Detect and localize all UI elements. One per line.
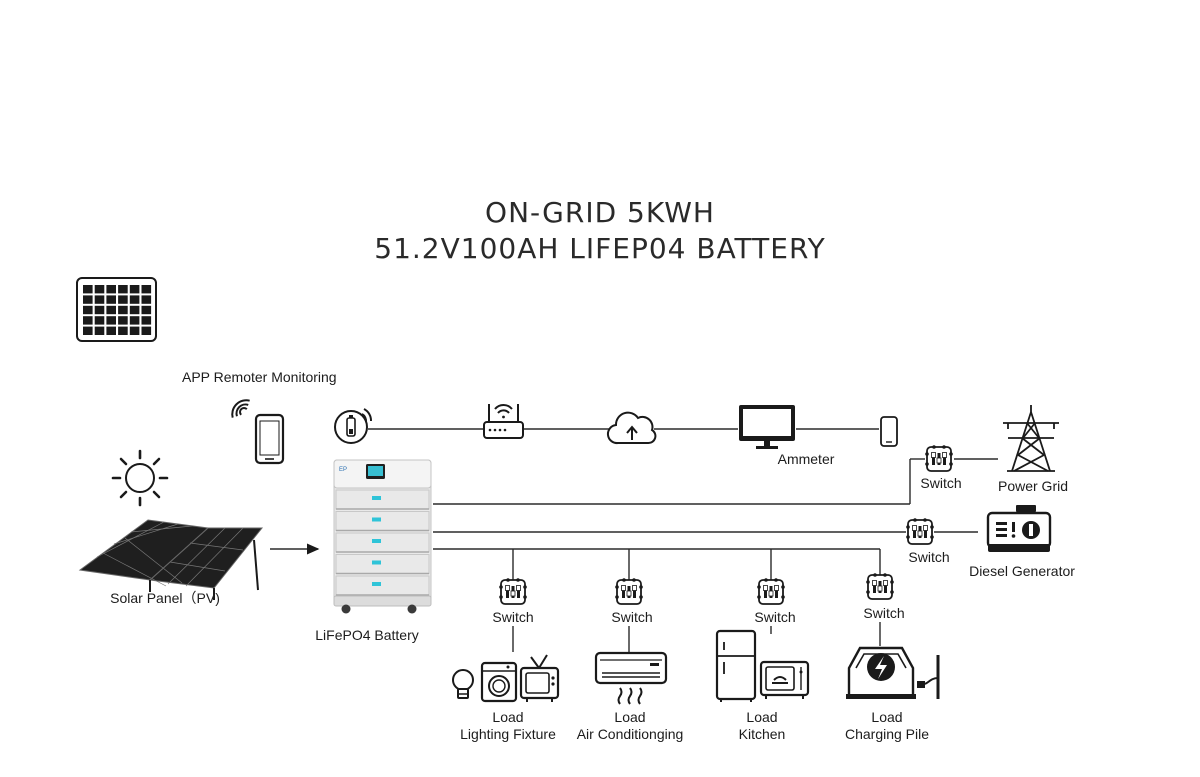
air-conditioner-icon	[594, 651, 668, 705]
cloud-upload-icon	[607, 411, 657, 445]
router-icon	[483, 403, 524, 439]
load-ac-label: Load Air Conditionging	[577, 709, 684, 743]
load-name: Kitchen	[738, 726, 786, 742]
ammeter-label: Ammeter	[777, 451, 835, 467]
connection-lines	[270, 428, 998, 652]
washing-machine-icon	[480, 661, 518, 703]
diesel-generator-icon	[986, 505, 1052, 552]
sun-icon	[111, 449, 169, 507]
lifepo4-battery-icon: EP	[333, 459, 432, 614]
load-kitchen-label: Load Kitchen	[739, 709, 786, 743]
title-line-1: ON-GRID 5KWH	[485, 196, 715, 229]
svg-text:EP: EP	[339, 467, 347, 473]
phone-icon	[254, 413, 285, 465]
load-lighting-label: Load Lighting Fixture	[460, 709, 556, 743]
diesel-generator-label: Diesel Generator	[969, 563, 1075, 579]
switch-icon	[865, 572, 895, 600]
tv-icon	[519, 654, 560, 702]
wifi-signal-icon	[231, 399, 250, 418]
load-charging-label: Load Charging Pile	[845, 709, 929, 743]
switch-icon	[756, 577, 786, 605]
load-title: Load	[746, 709, 778, 725]
solar-panel-label: Solar Panel（PV)	[110, 590, 220, 606]
switch-label-grid: Switch	[920, 475, 962, 491]
switch-icon	[924, 444, 954, 472]
load-name: Air Conditionging	[576, 726, 684, 742]
microwave-icon	[759, 660, 810, 699]
switch-label-charging: Switch	[863, 605, 905, 621]
solar-panel-array-icon	[78, 519, 264, 600]
solar-module-icon	[76, 277, 157, 342]
load-name: Charging Pile	[844, 726, 930, 742]
switch-label-lighting: Switch	[492, 609, 534, 625]
battery-monitor-icon	[334, 408, 372, 444]
switch-label-kitchen: Switch	[754, 609, 796, 625]
load-title: Load	[492, 709, 524, 725]
battery-label: LiFePO4 Battery	[315, 627, 419, 643]
switch-label-ac: Switch	[611, 609, 653, 625]
load-title: Load	[614, 709, 646, 725]
app-monitoring-label: APP Remoter Monitoring	[182, 369, 337, 385]
monitor-icon	[739, 405, 795, 449]
switch-icon	[905, 517, 935, 545]
switch-icon	[498, 577, 528, 605]
power-grid-label: Power Grid	[997, 478, 1069, 494]
ev-charger-icon	[846, 646, 940, 699]
load-title: Load	[871, 709, 903, 725]
phone-icon	[880, 416, 898, 447]
load-name: Lighting Fixture	[460, 726, 556, 742]
fridge-icon	[715, 629, 757, 702]
power-tower-icon	[1003, 405, 1059, 472]
switch-label-generator: Switch	[908, 549, 950, 565]
switch-icon	[614, 577, 644, 605]
title-line-2: 51.2V100AH LIFEP04 BATTERY	[374, 232, 826, 265]
light-bulb-icon	[452, 669, 474, 699]
